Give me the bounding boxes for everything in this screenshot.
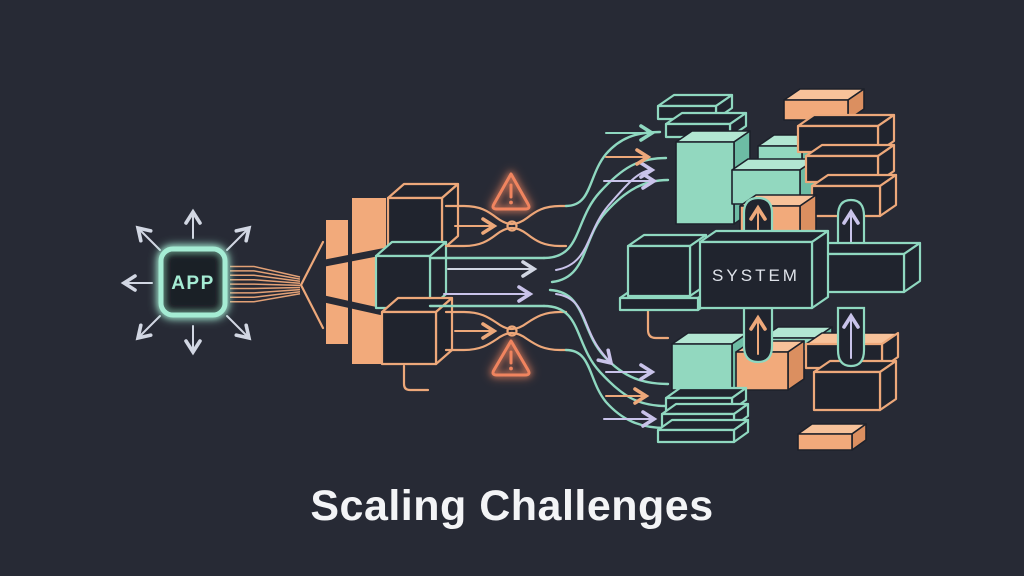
flow-arrow xyxy=(555,293,614,366)
ingest-cubes xyxy=(374,182,460,392)
funnel-slab xyxy=(326,220,348,344)
wire-elbow xyxy=(402,364,430,392)
page-title: Scaling Challenges xyxy=(310,482,713,530)
cube-bottom xyxy=(380,296,454,366)
system-label: SYSTEM xyxy=(712,266,800,285)
funnel-mouth xyxy=(299,240,325,330)
stuck-request-dot xyxy=(506,325,518,337)
app-node: APP xyxy=(120,208,252,356)
stuck-request-dot xyxy=(506,220,518,232)
app-box xyxy=(158,246,228,318)
system-cluster: SYSTEM xyxy=(618,88,922,451)
system-node: SYSTEM xyxy=(698,229,830,310)
warning-icon-top xyxy=(488,169,534,214)
flow-arrow xyxy=(555,161,656,271)
entry-arrows-upper xyxy=(603,124,658,190)
pipe-up-right xyxy=(836,198,866,254)
funnel xyxy=(299,198,393,364)
cube-top xyxy=(386,182,460,252)
wire-elbow xyxy=(646,306,670,340)
system-bar: SYSTEM xyxy=(618,229,922,312)
app-label: APP xyxy=(171,273,215,294)
orange-stack-upper xyxy=(739,88,898,245)
bottleneck-pipe-bottom xyxy=(444,310,568,352)
request-fan-lines xyxy=(230,265,301,303)
app-arrows xyxy=(120,208,252,356)
flow-pipe-middle xyxy=(428,256,546,308)
warning-icon-bottom xyxy=(488,336,534,380)
pipe-down-center xyxy=(742,306,774,364)
pipe-down-right xyxy=(836,306,866,368)
bottleneck-pipe-top xyxy=(444,204,568,248)
entry-arrows-lower xyxy=(603,363,658,428)
